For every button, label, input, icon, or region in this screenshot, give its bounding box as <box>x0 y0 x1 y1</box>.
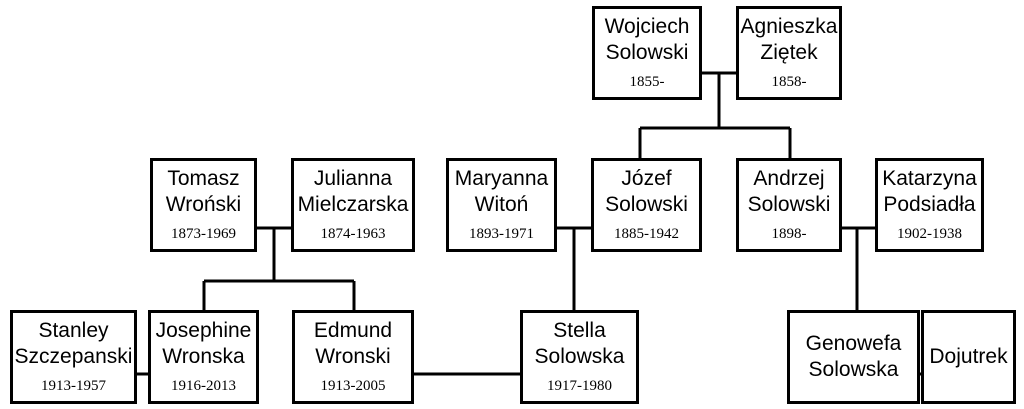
person-box-stella-solowska: Stella Solowska 1917-1980 <box>520 310 639 404</box>
person-last-name: Solowska <box>534 345 625 368</box>
person-last-name: Wronska <box>162 345 245 368</box>
person-first-name: Josephine <box>155 319 252 342</box>
person-box-tomasz-wronski: Tomasz Wroński 1873-1969 <box>150 158 257 252</box>
person-box-agnieszka-zietek: Agnieszka Ziętek 1858- <box>736 6 842 100</box>
person-last-name: Witoń <box>474 193 529 216</box>
person-years: 1913-1957 <box>41 378 106 394</box>
person-box-edmund-wronski: Edmund Wronski 1913-2005 <box>292 310 414 404</box>
person-last-name: Ziętek <box>760 41 818 64</box>
person-first-name: Katarzyna <box>882 167 977 190</box>
person-first-name: Andrzej <box>753 167 825 190</box>
person-box-jozef-solowski: Józef Solowski 1885-1942 <box>591 158 702 252</box>
person-last-name: Wroński <box>165 193 242 216</box>
person-last-name: Szczepanski <box>14 345 133 368</box>
person-last-name: Wronski <box>315 345 391 368</box>
person-years: 1873-1969 <box>171 226 236 242</box>
person-first-name: Maryanna <box>454 167 549 190</box>
person-last-name: Solowska <box>808 358 899 381</box>
person-box-wojciech-solowski: Wojciech Solowski 1855- <box>592 6 702 100</box>
person-last-name: Solowski <box>605 41 689 64</box>
person-first-name: Genowefa <box>805 332 902 355</box>
person-box-andrzej-solowski: Andrzej Solowski 1898- <box>736 158 842 252</box>
person-years: 1858- <box>771 74 807 90</box>
person-first-name: Stanley <box>38 319 109 342</box>
person-last-name: Podsiadła <box>883 193 976 216</box>
person-box-josephine-wronska: Josephine Wronska 1916-2013 <box>148 310 259 404</box>
person-first-name: Wojciech <box>604 15 690 38</box>
person-years: 1855- <box>629 74 665 90</box>
person-first-name: Józef <box>621 167 672 190</box>
person-first-name: Edmund <box>313 319 393 342</box>
person-last-name: Mielczarska <box>297 193 409 216</box>
person-years: 1874-1963 <box>320 226 386 242</box>
person-years: 1885-1942 <box>614 226 679 242</box>
person-years: 1916-2013 <box>171 378 236 394</box>
person-first-name: Stella <box>553 319 606 342</box>
person-years: 1902-1938 <box>897 226 962 242</box>
person-box-dojutrek: Dojutrek <box>921 310 1016 404</box>
person-years: 1917-1980 <box>547 378 612 394</box>
person-first-name: Tomasz <box>167 167 240 190</box>
person-first-name: Julianna <box>313 167 393 190</box>
person-years: 1893-1971 <box>469 226 534 242</box>
person-first-name: Agnieszka <box>740 15 838 38</box>
person-box-maryanna-witon: Maryanna Witoń 1893-1971 <box>446 158 557 252</box>
person-last-name: Solowski <box>747 193 831 216</box>
person-years: 1898- <box>771 226 807 242</box>
person-box-katarzyna-podsiadla: Katarzyna Podsiadła 1902-1938 <box>875 158 984 252</box>
person-name: Dojutrek <box>929 345 1008 368</box>
person-years: 1913-2005 <box>320 378 386 394</box>
person-box-genowefa-solowska: Genowefa Solowska <box>787 310 920 404</box>
person-last-name: Solowski <box>605 193 688 216</box>
person-box-julianna-mielczarska: Julianna Mielczarska 1874-1963 <box>291 158 415 252</box>
person-box-stanley-szczepanski: Stanley Szczepanski 1913-1957 <box>10 310 137 404</box>
